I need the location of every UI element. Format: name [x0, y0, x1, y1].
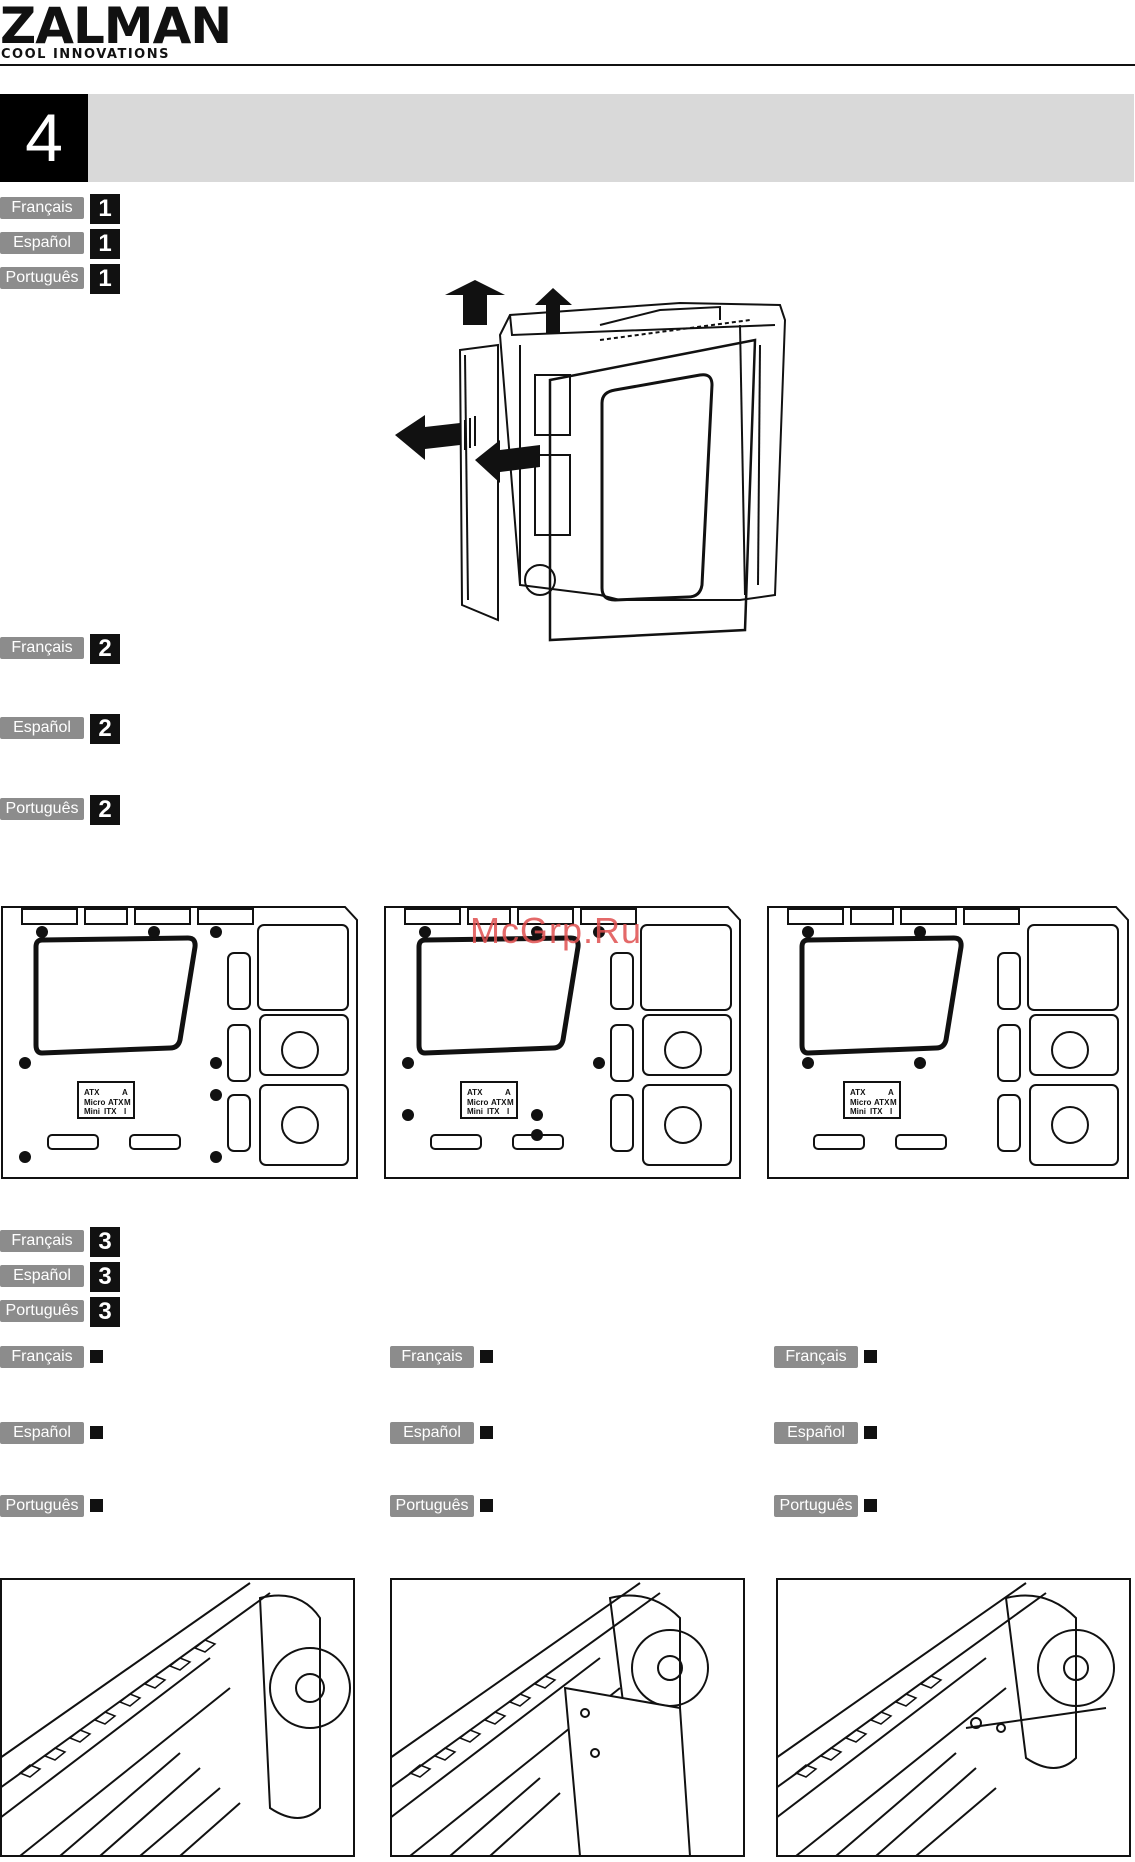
step-number: 1 — [90, 264, 120, 294]
svg-text:M: M — [124, 1098, 131, 1107]
lang-badge-es: Español — [390, 1422, 474, 1444]
svg-text:Micro: Micro — [467, 1098, 488, 1107]
svg-text:ITX: ITX — [487, 1107, 500, 1116]
lang-badge-pt: Português — [390, 1495, 474, 1517]
svg-text:ITX: ITX — [870, 1107, 883, 1116]
svg-text:ATX: ATX — [108, 1098, 124, 1107]
step-number: 2 — [90, 795, 120, 825]
svg-text:I: I — [507, 1107, 509, 1116]
lang-badge-fr: Français — [774, 1346, 858, 1368]
lang-badge-fr: Français — [0, 197, 84, 219]
lang-badge-es: Español — [774, 1422, 858, 1444]
svg-text:ATX: ATX — [850, 1088, 866, 1097]
brand-tagline: COOL INNOVATIONS — [1, 47, 170, 62]
svg-text:I: I — [890, 1107, 892, 1116]
bullet-square — [90, 1426, 103, 1439]
svg-text:Mini: Mini — [850, 1107, 866, 1116]
lang-badge-es: Español — [0, 1265, 84, 1287]
svg-text:ATX: ATX — [467, 1088, 483, 1097]
bullet-square — [480, 1426, 493, 1439]
svg-text:A: A — [888, 1088, 894, 1097]
lang-badge-pt: Português — [0, 1495, 84, 1517]
watermark-text: McGrp.Ru — [470, 910, 643, 951]
step-number: 3 — [90, 1227, 120, 1257]
section-number: 4 — [0, 94, 88, 182]
step-number: 3 — [90, 1262, 120, 1292]
bullet-square — [90, 1350, 103, 1363]
expansion-slot-illustration-1 — [0, 1578, 355, 1857]
svg-text:ATX: ATX — [84, 1088, 100, 1097]
expansion-slot-illustration-3 — [776, 1578, 1131, 1857]
lang-badge-pt: Português — [0, 798, 84, 820]
section-title-band — [88, 94, 1134, 182]
step-number: 2 — [90, 634, 120, 664]
lang-badge-pt: Português — [0, 267, 84, 289]
lang-badge-fr: Français — [390, 1346, 474, 1368]
lang-badge-pt: Português — [774, 1495, 858, 1517]
svg-text:I: I — [124, 1107, 126, 1116]
svg-text:Micro: Micro — [850, 1098, 871, 1107]
svg-text:A: A — [505, 1088, 511, 1097]
svg-text:M: M — [890, 1098, 897, 1107]
svg-text:M: M — [507, 1098, 514, 1107]
svg-text:ATX: ATX — [491, 1098, 507, 1107]
bullet-square — [864, 1350, 877, 1363]
bullet-square — [864, 1426, 877, 1439]
svg-text:Mini: Mini — [84, 1107, 100, 1116]
bullet-square — [480, 1499, 493, 1512]
brand-logo: ZALMAN — [0, 0, 232, 55]
lang-badge-fr: Français — [0, 1230, 84, 1252]
expansion-slot-illustration-2 — [390, 1578, 745, 1857]
header-divider — [0, 64, 1135, 66]
svg-text:Micro: Micro — [84, 1098, 105, 1107]
lang-badge-es: Español — [0, 232, 84, 254]
case-side-panel-illustration — [395, 280, 787, 642]
lang-badge-fr: Français — [0, 1346, 84, 1368]
lang-badge-pt: Português — [0, 1300, 84, 1322]
bullet-square — [864, 1499, 877, 1512]
step-number: 1 — [90, 194, 120, 224]
lang-badge-es: Español — [0, 1422, 84, 1444]
step-number: 2 — [90, 714, 120, 744]
step-number: 3 — [90, 1297, 120, 1327]
lang-badge-fr: Français — [0, 637, 84, 659]
svg-text:ATX: ATX — [874, 1098, 890, 1107]
bullet-square — [90, 1499, 103, 1512]
svg-text:A: A — [122, 1088, 128, 1097]
svg-text:ITX: ITX — [104, 1107, 117, 1116]
bullet-square — [480, 1350, 493, 1363]
step-number: 1 — [90, 229, 120, 259]
lang-badge-es: Español — [0, 717, 84, 739]
svg-text:Mini: Mini — [467, 1107, 483, 1116]
